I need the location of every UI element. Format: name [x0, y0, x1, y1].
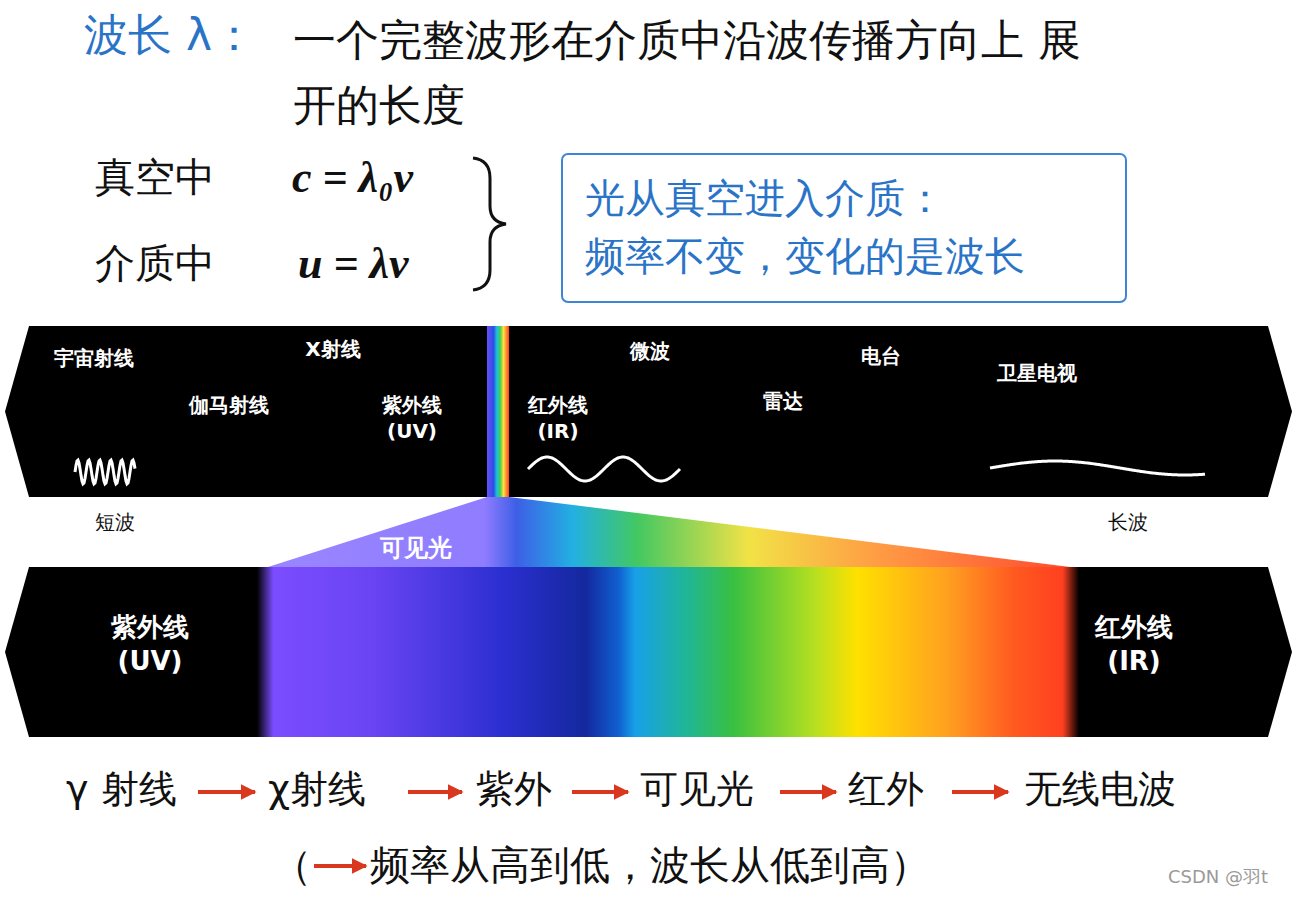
medium-label: 介质中 — [95, 238, 215, 288]
wave-icon — [75, 460, 135, 484]
bracket: （ — [272, 840, 312, 890]
band-label: 微波 — [625, 338, 675, 364]
spectrum-term: 可见光 — [640, 766, 754, 814]
definition-text: 一个完整波形在介质中沿波传播方向上 展开的长度 — [293, 8, 1103, 137]
rainbow-strip — [487, 326, 509, 497]
wave-icon — [528, 457, 680, 481]
chain-arrow — [314, 864, 366, 868]
band-label: 宇宙射线 — [48, 345, 140, 371]
band-label: 雷达 — [758, 388, 808, 414]
band-label: X射线 — [297, 336, 369, 362]
chain-arrow — [572, 790, 628, 794]
chain-arrow — [408, 790, 462, 794]
note-heading: 光从真空进入介质： — [585, 169, 1103, 227]
visible-band: 紫外线 (UV) 红外线 (IR) — [5, 567, 1292, 737]
watermark: CSDN @羽t — [1168, 866, 1268, 889]
note-body: 频率不变，变化的是波长 — [585, 227, 1103, 285]
band-label: 卫星电视 — [991, 360, 1083, 386]
short-wave-label: 短波 — [95, 510, 135, 535]
spectrum-term: 无线电波 — [1024, 766, 1176, 814]
spectrum-term: 紫外 — [476, 766, 552, 814]
band-outline — [5, 326, 1292, 497]
visible-fan — [268, 497, 1070, 567]
spectrum-term: γ 射线 — [66, 766, 177, 814]
brace — [473, 158, 506, 290]
formula: u = λν — [298, 236, 409, 291]
spectrum-term: χ射线 — [268, 766, 366, 814]
long-wave-label: 长波 — [1108, 510, 1148, 535]
band-label: 红外线 (IR) — [523, 392, 593, 444]
formula: c = λ₀ν — [292, 150, 413, 205]
medium-label: 真空中 — [95, 152, 215, 202]
note-box: 光从真空进入介质：频率不变，变化的是波长 — [561, 153, 1127, 303]
chain-arrow — [952, 790, 1008, 794]
band-label: 紫外线 (UV) — [377, 392, 447, 444]
spectrum-band: 宇宙射线 X射线伽马射线 紫外线 (UV) 红外线 (IR) 微波雷达 电台卫星电视 — [5, 326, 1292, 497]
band-label: 红外线 (IR) — [1089, 611, 1179, 679]
band-label: 电台 — [856, 343, 906, 369]
visible-gradient — [257, 567, 1079, 737]
band-shape — [5, 567, 1292, 737]
band-label: 紫外线 (UV) — [105, 611, 195, 679]
wave-icon — [990, 461, 1205, 475]
chain-arrow — [780, 790, 836, 794]
band-outline — [5, 567, 1292, 737]
band-label: 伽马射线 — [183, 392, 275, 418]
chain-arrow — [198, 790, 255, 794]
visible-light-label: 可见光 — [380, 533, 452, 563]
note-text: 频率从高到低，波长从低到高） — [370, 840, 930, 890]
title: 波长 λ： — [84, 6, 256, 65]
spectrum-term: 红外 — [848, 766, 924, 814]
